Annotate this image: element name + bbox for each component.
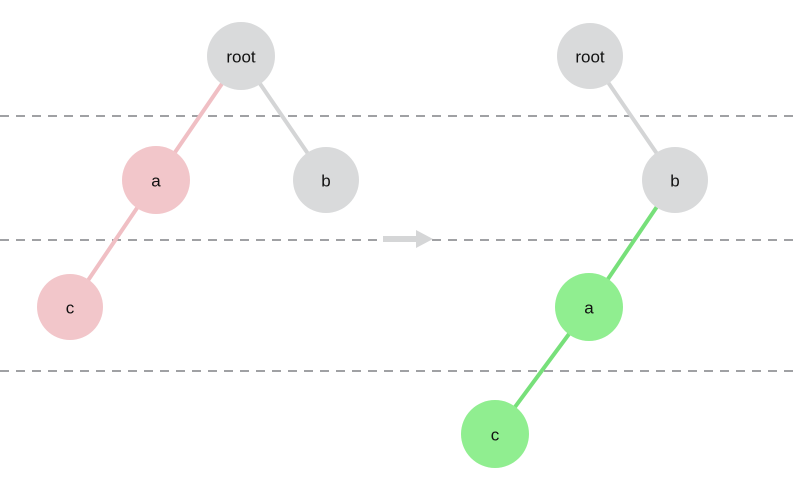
before-node-c[interactable]: c — [37, 274, 103, 340]
transition-arrow-group — [383, 230, 433, 248]
before-node-circle-b[interactable] — [293, 147, 359, 213]
arrow-right-icon — [383, 230, 433, 248]
before-tree-edges — [68, 54, 328, 309]
after-node-circle-root[interactable] — [557, 23, 623, 89]
after-tree-edges — [493, 54, 677, 436]
after-node-b[interactable]: b — [642, 147, 708, 213]
after-node-circle-a[interactable] — [555, 273, 623, 341]
before-node-circle-c[interactable] — [37, 274, 103, 340]
after-node-circle-c[interactable] — [461, 400, 529, 468]
before-node-root[interactable]: root — [207, 22, 275, 90]
after-node-circle-b[interactable] — [642, 147, 708, 213]
after-node-a[interactable]: a — [555, 273, 623, 341]
after-node-root[interactable]: root — [557, 23, 623, 89]
before-node-circle-root[interactable] — [207, 22, 275, 90]
before-node-b[interactable]: b — [293, 147, 359, 213]
before-node-a[interactable]: a — [122, 146, 190, 214]
before-node-circle-a[interactable] — [122, 146, 190, 214]
after-node-c[interactable]: c — [461, 400, 529, 468]
